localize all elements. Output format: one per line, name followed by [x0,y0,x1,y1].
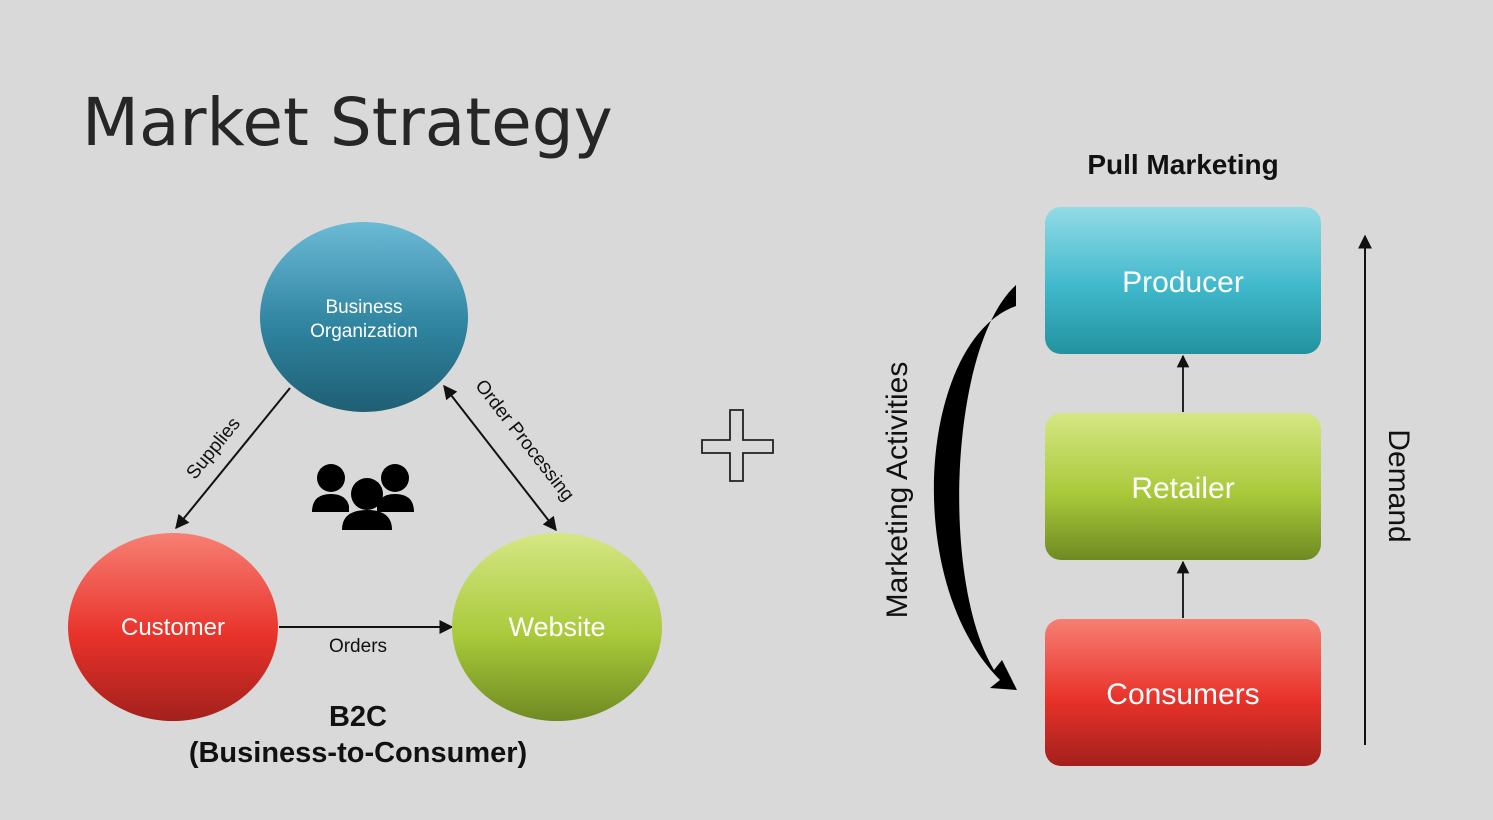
marketing-activities-curved-arrow [933,285,1017,690]
people-group-icon [312,464,414,530]
consumers-label: Consumers [1106,678,1259,711]
order-processing-arrow [443,384,557,532]
retailer-label: Retailer [1131,472,1234,505]
business-organization-node: Business Organization [260,222,468,412]
customer-label: Customer [121,614,225,641]
demand-label: Demand [1382,429,1415,542]
producer-box: Producer [1045,207,1321,354]
slide-title: Market Strategy [82,84,613,161]
retailer-box: Retailer [1045,413,1321,560]
b2c-caption-line1: B2C [329,701,387,733]
pull-marketing-diagram: Pull Marketing Producer Retailer Consume… [881,149,1415,766]
plus-icon [701,409,774,482]
customer-node: Customer [68,533,278,721]
business-label-line1: Business [325,297,402,318]
orders-label: Orders [329,636,387,657]
website-node: Website [452,533,662,721]
business-label-line2: Organization [310,321,418,342]
supplies-label: Supplies [183,414,245,484]
consumers-box: Consumers [1045,619,1321,766]
b2c-diagram: Supplies Order Processing Orders Busines… [68,222,662,769]
marketing-activities-label: Marketing Activities [881,362,914,619]
supplies-arrow [175,387,291,530]
pull-marketing-title: Pull Marketing [1087,149,1278,180]
website-label: Website [508,612,605,642]
producer-label: Producer [1122,266,1244,299]
b2c-caption-line2: (Business-to-Consumer) [189,737,527,769]
